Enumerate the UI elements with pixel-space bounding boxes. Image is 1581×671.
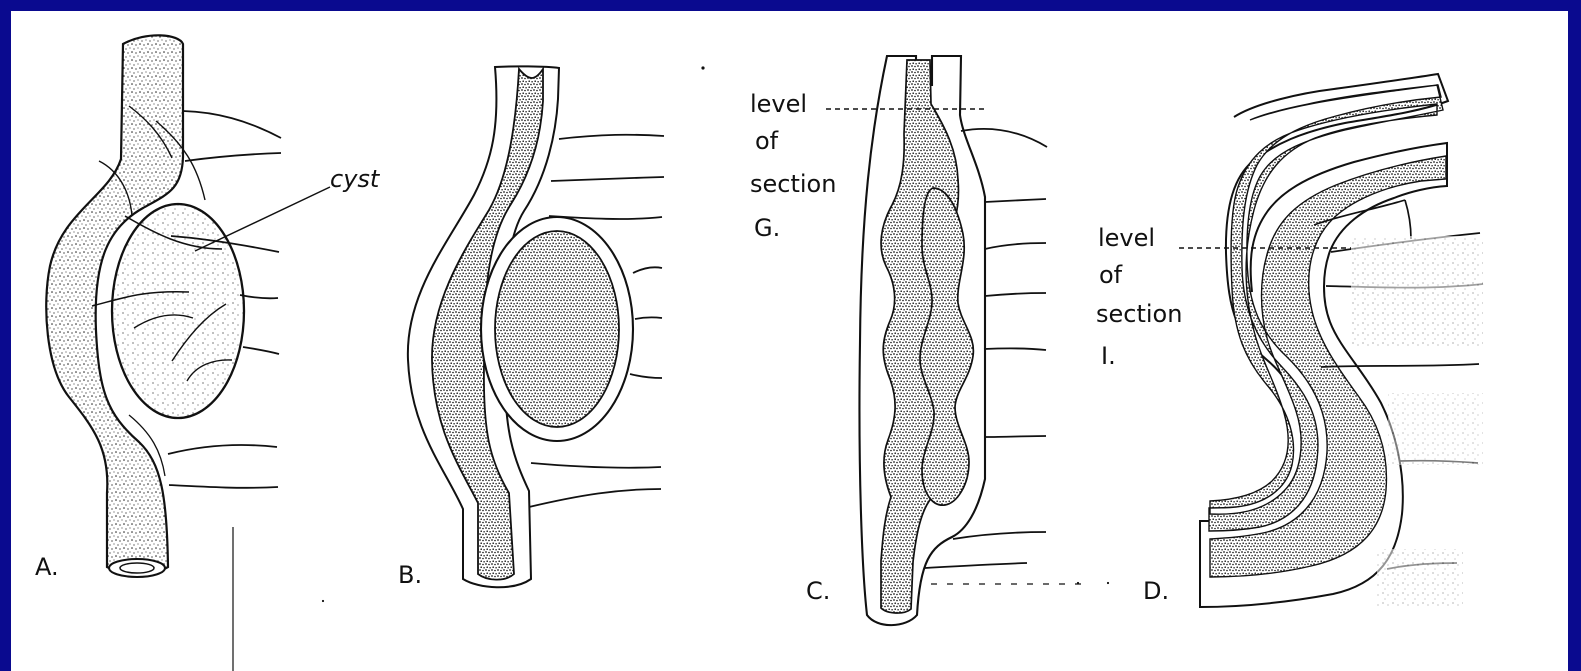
panel-b-label: B. bbox=[398, 561, 422, 589]
panel-d-section-label: section bbox=[1096, 300, 1182, 328]
panel-a-lumen-end bbox=[109, 559, 165, 577]
panel-d-level-label: level bbox=[1098, 224, 1155, 252]
panel-d: level of section I. D. bbox=[1096, 74, 1483, 607]
slide-paper: cyst A. B. bbox=[11, 11, 1568, 671]
panel-c-letter-label: G. bbox=[754, 214, 780, 242]
panel-b-cyst-lumen bbox=[495, 231, 619, 427]
panel-c: level of section G. C. bbox=[750, 56, 1091, 625]
small-dot bbox=[322, 600, 324, 602]
panel-b: B. bbox=[398, 66, 664, 589]
small-dot bbox=[1077, 582, 1079, 584]
panel-a-label: A. bbox=[35, 553, 59, 581]
panel-a: cyst A. bbox=[35, 35, 381, 671]
figure-diagram: cyst A. B. bbox=[11, 11, 1568, 671]
small-dot bbox=[1107, 582, 1109, 584]
panel-c-of-label: of bbox=[755, 127, 779, 155]
panel-d-of-label: of bbox=[1099, 261, 1123, 289]
panel-d-label: D. bbox=[1143, 577, 1169, 605]
panel-c-section-label: section bbox=[750, 170, 836, 198]
panel-c-label: C. bbox=[806, 577, 830, 605]
panel-c-level-label: level bbox=[750, 90, 807, 118]
panel-d-letter-label: I. bbox=[1101, 342, 1116, 370]
small-dot bbox=[701, 66, 704, 69]
cyst-label: cyst bbox=[330, 165, 381, 193]
